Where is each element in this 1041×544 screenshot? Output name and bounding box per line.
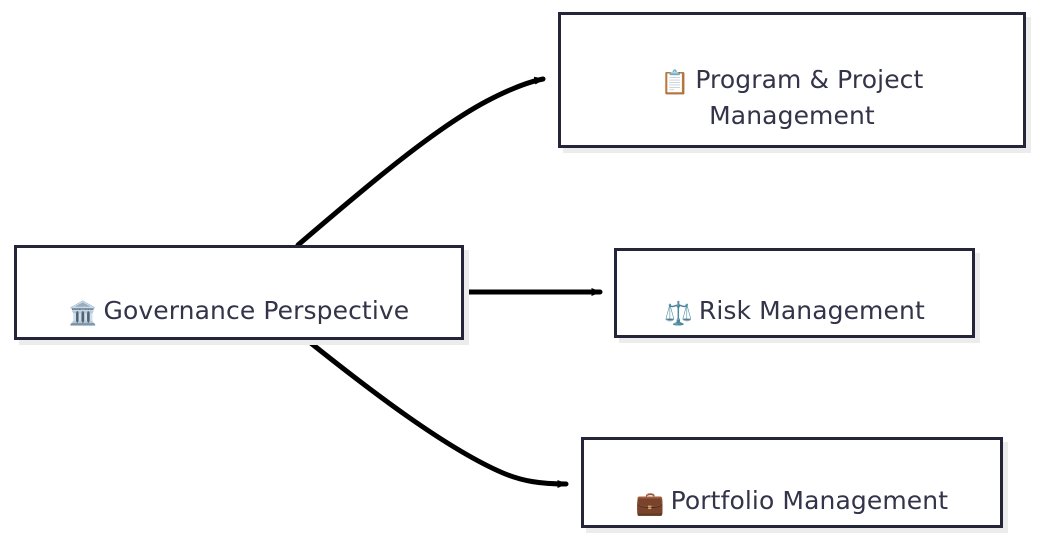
node-risk-management[interactable]: ⚖️Risk Management <box>614 248 975 338</box>
node-portfolio-management[interactable]: 💼Portfolio Management <box>581 437 1003 528</box>
node-program-project-management[interactable]: 📋Program & Project Management <box>558 12 1026 148</box>
clipboard-icon: 📋 <box>660 69 690 96</box>
node-program-project-management-label: Program & Project Management <box>695 64 924 131</box>
classical-building-icon: 🏛️ <box>68 300 98 327</box>
edge-governance-to-program <box>295 76 546 248</box>
node-governance-perspective[interactable]: 🏛️Governance Perspective <box>14 245 464 340</box>
balance-scale-icon: ⚖️ <box>664 301 693 327</box>
node-portfolio-management-text: 💼Portfolio Management <box>626 446 958 519</box>
node-portfolio-management-label: Portfolio Management <box>670 485 949 515</box>
node-governance-perspective-label: Governance Perspective <box>103 295 410 325</box>
edge-governance-to-portfolio <box>304 337 569 488</box>
briefcase-icon: 💼 <box>635 490 665 517</box>
node-program-project-management-text: 📋Program & Project Management <box>651 26 934 135</box>
node-risk-management-text: ⚖️Risk Management <box>654 257 935 330</box>
node-governance-perspective-text: 🏛️Governance Perspective <box>59 256 420 329</box>
node-risk-management-label: Risk Management <box>698 296 925 325</box>
